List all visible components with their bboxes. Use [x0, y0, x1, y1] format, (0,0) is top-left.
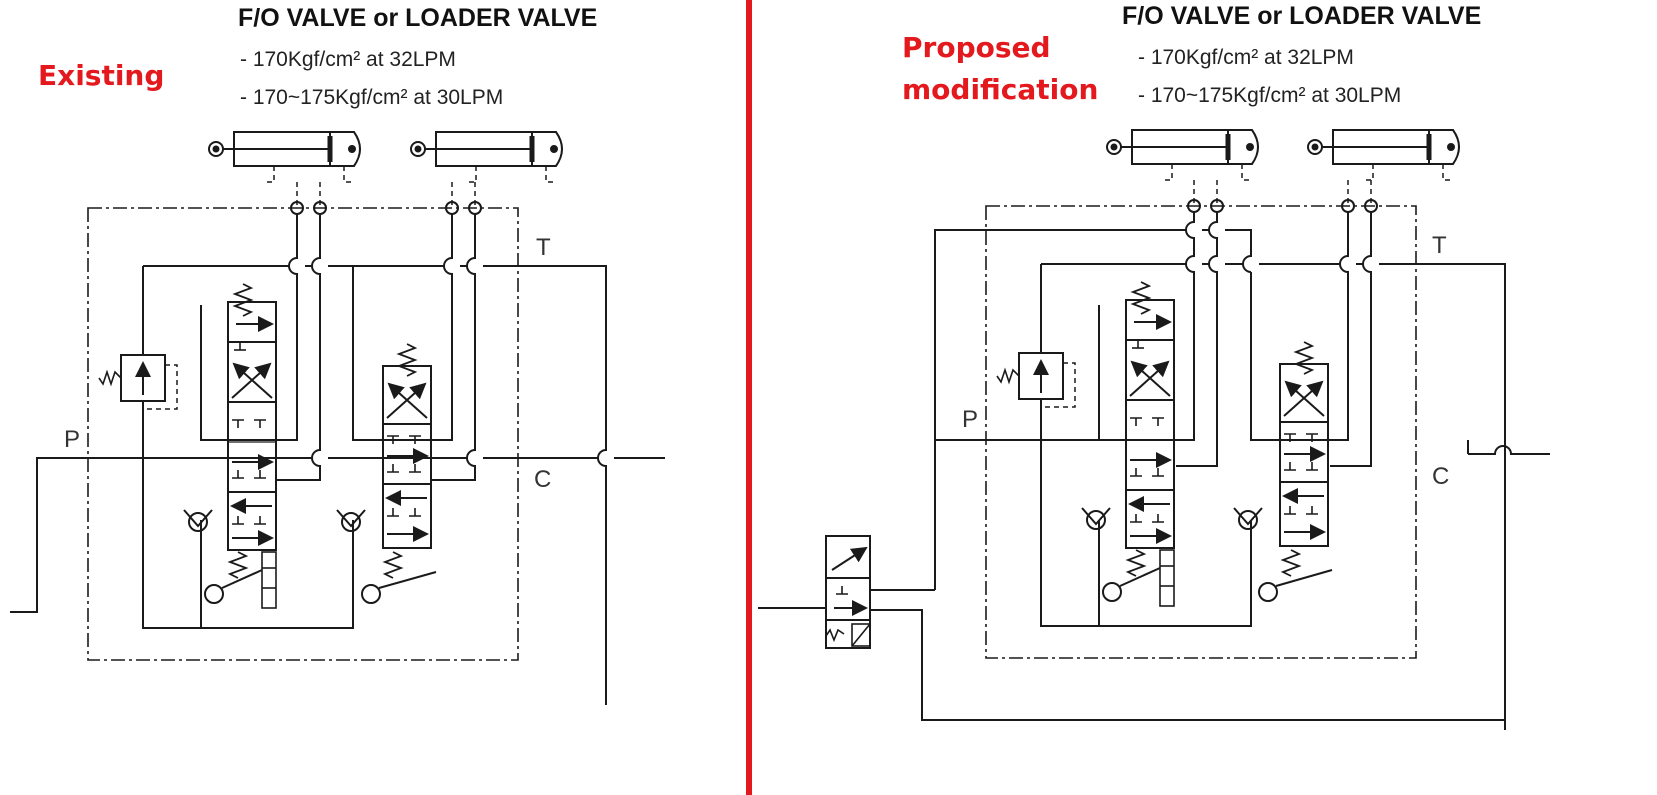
- left-port-c: C: [534, 466, 552, 493]
- right-spec-2: - 170~175Kgf/cm² at 30LPM: [1138, 84, 1402, 107]
- left-spec-1: - 170Kgf/cm² at 32LPM: [240, 48, 456, 71]
- directional-valve-icon: [1280, 364, 1328, 546]
- lever-icon: [361, 584, 381, 604]
- spring-icon: [1132, 281, 1150, 315]
- right-label-proposed: Proposed: [902, 31, 1051, 64]
- relief-valve-icon: [99, 355, 177, 409]
- spring-icon: [1295, 341, 1313, 375]
- cylinder-icon: [411, 132, 562, 182]
- directional-valve-icon: [228, 302, 276, 550]
- check-valve-icon: [336, 509, 366, 532]
- lever-icon: [1258, 582, 1278, 602]
- cylinder-icon: [1308, 130, 1459, 180]
- check-valve-icon: [1081, 507, 1111, 530]
- left-port-t: T: [536, 234, 551, 261]
- relief-valve-icon: [997, 353, 1075, 407]
- right-diagram: [758, 130, 1550, 730]
- lever-icon: [204, 584, 224, 604]
- right-port-p: P: [962, 406, 979, 433]
- cylinder-icon: [1107, 130, 1258, 180]
- left-label-existing: Existing: [38, 59, 165, 92]
- solenoid-valve-icon: [825, 535, 871, 649]
- cylinder-icon: [209, 132, 360, 182]
- right-spec-1: - 170Kgf/cm² at 32LPM: [1138, 46, 1354, 69]
- left-spec-2: - 170~175Kgf/cm² at 30LPM: [240, 86, 504, 109]
- lever-icon: [1102, 582, 1122, 602]
- directional-valve-icon: [383, 366, 431, 548]
- right-port-c: C: [1432, 463, 1450, 490]
- right-label-modification: modification: [902, 73, 1099, 106]
- right-title: F/O VALVE or LOADER VALVE: [1122, 2, 1482, 30]
- left-diagram: [10, 132, 665, 705]
- spring-icon: [398, 343, 416, 377]
- left-title: F/O VALVE or LOADER VALVE: [238, 4, 598, 32]
- spring-icon: [234, 283, 252, 317]
- left-port-p: P: [64, 426, 81, 453]
- right-port-t: T: [1432, 232, 1447, 259]
- panel-divider: [746, 0, 752, 795]
- check-valve-icon: [183, 509, 213, 532]
- check-valve-icon: [1233, 507, 1263, 530]
- directional-valve-icon: [1126, 300, 1174, 548]
